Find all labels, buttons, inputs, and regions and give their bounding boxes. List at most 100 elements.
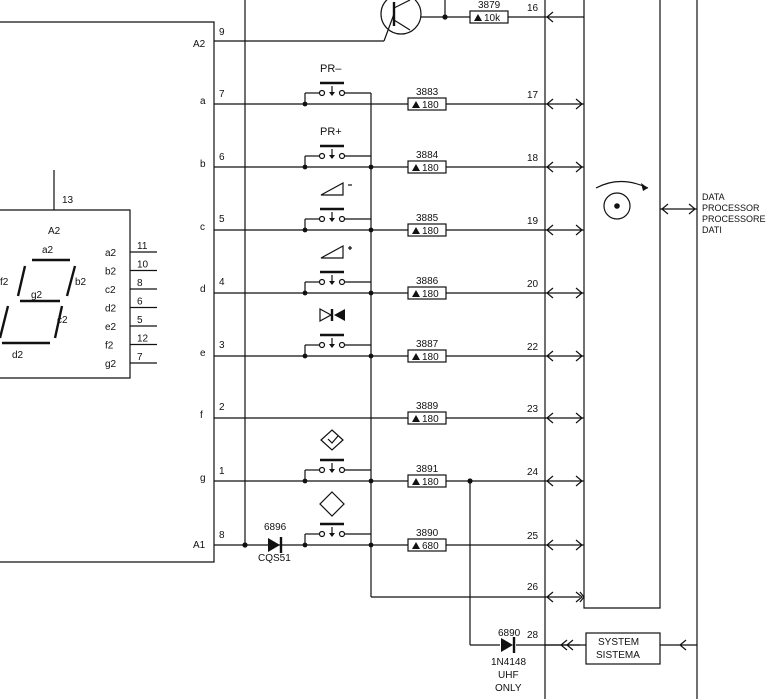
data-processor-line2: PROCESSOR <box>702 203 760 213</box>
ic-pin-num-b: 6 <box>219 152 225 163</box>
resistor-value-3891: 180 <box>422 477 439 488</box>
resistor-ref-3884: 3884 <box>416 150 439 161</box>
line-26-label: 26 <box>527 582 539 593</box>
system-block: SYSTEM SISTEMA <box>545 591 697 665</box>
line-28-label: 28 <box>527 630 539 641</box>
line-number-23: 23 <box>527 404 539 415</box>
data-processor-block: DATA PROCESSOR PROCESSORE DATI <box>583 0 766 699</box>
controller-ic-body <box>0 21 215 563</box>
line-number-20: 20 <box>527 279 539 290</box>
ic-pin-num-g: 1 <box>219 466 225 477</box>
keys: PR– PR+ <box>302 63 374 548</box>
display-pin-num-a2: 11 <box>137 241 148 252</box>
diode-1n4148: 6890 1N4148 UHF ONLY 28 <box>491 628 539 694</box>
resistor-ref-3886: 3886 <box>416 276 439 287</box>
display-pin-num-c2: 8 <box>137 278 143 289</box>
diode-uhf-note-2: ONLY <box>495 683 522 694</box>
resistor-value-3886: 180 <box>422 289 439 300</box>
segment-b2 <box>65 265 77 297</box>
bus-lines <box>242 0 580 699</box>
ic-pin-name-b: b <box>200 159 206 170</box>
display-pin-num-f2: 12 <box>137 334 149 345</box>
display-pin-name-e2: e2 <box>105 322 117 333</box>
diode-a1-ref: 6896 <box>264 522 287 533</box>
resistor-ref-3889: 3889 <box>416 401 439 412</box>
resistor-ref-3885: 3885 <box>416 213 439 224</box>
segment-label-g2: g2 <box>31 290 43 301</box>
key-switch-2: PR+ <box>302 126 374 170</box>
data-processor-line3: PROCESSORE <box>702 214 766 224</box>
ic-pin-name-c: c <box>200 222 205 233</box>
resistor-value-3889: 180 <box>422 414 439 425</box>
line-number-22: 22 <box>527 342 539 353</box>
ic-pin-num-e: 3 <box>219 340 225 351</box>
key-switch-4 <box>302 244 374 296</box>
key-switch-7 <box>302 491 374 548</box>
system-line2: SISTEMA <box>596 650 640 661</box>
segment-label-f2: f2 <box>0 277 9 288</box>
display-pin-name-a2: a2 <box>105 248 117 259</box>
line-number-25: 25 <box>527 531 539 542</box>
segment-e2 <box>0 305 10 339</box>
ic-pin-name-f: f <box>200 410 203 421</box>
resistor-value-3887: 180 <box>422 352 439 363</box>
data-processor-line1: DATA <box>702 192 725 202</box>
resistor-value-3883: 180 <box>422 100 439 111</box>
processor-panel <box>583 0 661 609</box>
resistor-value-3884: 180 <box>422 163 439 174</box>
ic-pin-num-c: 5 <box>219 214 225 225</box>
segment-c2 <box>53 305 64 339</box>
transistor-body <box>380 0 422 35</box>
display-pin-name-g2: g2 <box>105 359 117 370</box>
system-line1: SYSTEM <box>598 637 639 648</box>
signal-row-18: 180 3884 18 <box>214 150 584 174</box>
segment-label-c2: c2 <box>57 315 68 326</box>
display-pin-num-b2: 10 <box>137 260 149 271</box>
line-number-18: 18 <box>527 153 539 164</box>
display-pin-name-b2: b2 <box>105 267 117 278</box>
line-number-24: 24 <box>527 467 539 478</box>
ic-pin-name-a: a <box>200 96 206 107</box>
ic-pin-num-a: 7 <box>219 89 225 100</box>
display-common-pin-label: A2 <box>48 226 61 237</box>
display-pin-num-d2: 6 <box>137 297 143 308</box>
transistor <box>214 0 470 42</box>
ic-pin-name-d: d <box>200 284 206 295</box>
ic-pin-num-d: 4 <box>219 277 225 288</box>
diode-uhf-ref: 6890 <box>498 628 521 639</box>
signal-row-19: 180 3885 19 <box>214 213 584 237</box>
resistor-ref-3890: 3890 <box>416 528 439 539</box>
ic-pin-num-a1: 8 <box>219 530 225 541</box>
key-switch-5 <box>302 307 374 359</box>
segment-label-b2: b2 <box>75 277 87 288</box>
signal-row-23: 180 3889 23 <box>214 401 584 425</box>
line-number-16: 16 <box>527 3 539 14</box>
display-common-pin-num: 13 <box>62 195 74 206</box>
display-pin-name-d2: d2 <box>105 304 117 315</box>
processor-rotate-icon <box>603 192 631 220</box>
key-label-2: PR+ <box>320 126 342 138</box>
diode-uhf-note-1: UHF <box>498 670 519 681</box>
ic-pin-name-e: e <box>200 348 206 359</box>
diode-cqs51: 6896 CQS51 <box>258 522 291 564</box>
seven-segment-display: 13 A2 a2 f2 b2 g2 c2 d2 a211b210c28d26e2… <box>0 170 157 379</box>
ic-pin-name-g: g <box>200 473 206 484</box>
system-box <box>585 632 661 665</box>
key-switch-1: PR– <box>302 63 371 107</box>
resistor-value-3879: 10k <box>484 13 501 24</box>
key-switch-6 <box>302 429 374 484</box>
data-processor-line4: DATI <box>702 225 722 235</box>
diode-a1-type: CQS51 <box>258 553 291 564</box>
segment-label-a2: a2 <box>42 245 54 256</box>
resistor-value-3885: 180 <box>422 226 439 237</box>
line-number-19: 19 <box>527 216 539 227</box>
display-pin-num-e2: 5 <box>137 315 143 326</box>
display-body <box>0 209 131 379</box>
